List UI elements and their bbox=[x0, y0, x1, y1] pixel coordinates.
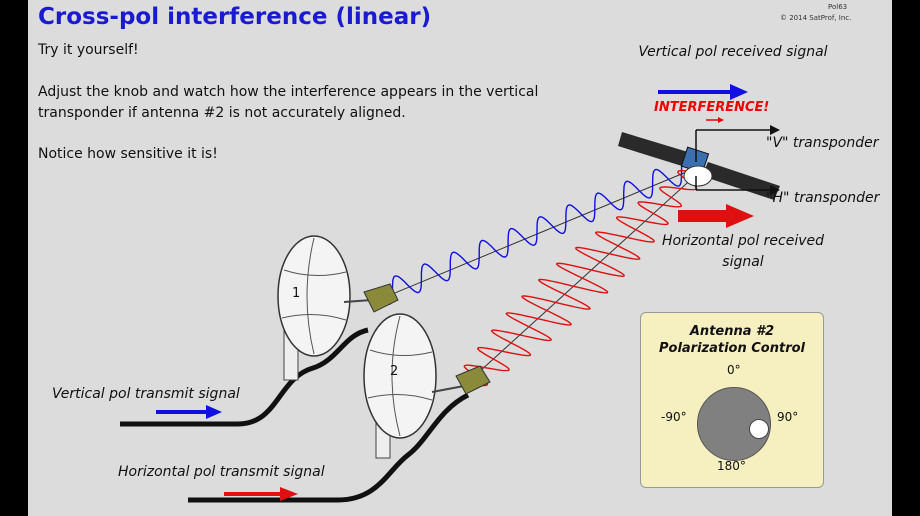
arrow-icon bbox=[770, 125, 780, 135]
vertical-wave-path bbox=[377, 156, 697, 306]
vertical-wave bbox=[377, 156, 697, 306]
vertical-transmit-label: Vertical pol transmit signal bbox=[52, 386, 240, 402]
tick-90-label: 90° bbox=[777, 410, 799, 424]
cable-antenna-2 bbox=[188, 392, 470, 503]
v-transponder-label: "V" transponder bbox=[766, 135, 879, 151]
feed-horn-icon bbox=[455, 365, 491, 395]
page-id: Pol63 bbox=[828, 3, 848, 11]
tick-minus-90-label: -90° bbox=[661, 410, 687, 424]
polarization-control-panel: Antenna #2 Polarization Control 0° -90° … bbox=[640, 312, 824, 488]
left-letterbox bbox=[0, 0, 28, 516]
horizontal-received-label: Horizontal pol received signal bbox=[661, 233, 825, 270]
arrow-icon bbox=[730, 84, 748, 100]
arrow-icon bbox=[770, 185, 780, 195]
feed-horn-icon bbox=[363, 283, 399, 313]
arrow-icon bbox=[280, 487, 298, 501]
cable-antenna-1 bbox=[120, 327, 369, 427]
page-title: Cross-pol interference (linear) bbox=[38, 4, 432, 30]
horizontal-transmit-label: Horizontal pol transmit signal bbox=[118, 464, 325, 480]
right-letterbox bbox=[892, 0, 920, 516]
antenna-1-number: 1 bbox=[292, 286, 301, 301]
polarization-dial[interactable] bbox=[697, 387, 771, 461]
horizontal-wave-path bbox=[463, 169, 698, 387]
diagram-graphics bbox=[120, 84, 780, 503]
dish-antenna-icon bbox=[277, 235, 373, 381]
control-title-line2: Polarization Control bbox=[658, 341, 805, 356]
polarization-knob[interactable] bbox=[748, 419, 769, 440]
control-title-line1: Antenna #2 bbox=[689, 324, 775, 339]
arrow-icon bbox=[206, 405, 222, 419]
tick-0-label: 0° bbox=[727, 363, 741, 377]
dish-antenna-icon bbox=[363, 313, 465, 459]
interference-label: INTERFERENCE! bbox=[654, 100, 770, 115]
diagram-canvas: Cross-pol interference (linear) Pol63 © … bbox=[28, 0, 892, 516]
h-transponder-label: "H" transponder bbox=[766, 190, 880, 206]
notice-text: Notice how sensitive it is! bbox=[38, 146, 218, 162]
tick-180-label: 180° bbox=[717, 459, 746, 473]
copyright: © 2014 SatProf, Inc. bbox=[780, 14, 852, 22]
horizontal-wave bbox=[463, 169, 698, 387]
vertical-received-label: Vertical pol received signal bbox=[638, 44, 828, 60]
arrow-icon bbox=[718, 117, 724, 123]
antenna-2-number: 2 bbox=[390, 364, 399, 379]
try-it-text: Try it yourself! bbox=[38, 42, 139, 58]
control-title: Antenna #2 Polarization Control bbox=[641, 323, 823, 357]
instruction-text: Adjust the knob and watch how the interf… bbox=[38, 84, 539, 121]
arrow-icon bbox=[726, 204, 754, 228]
